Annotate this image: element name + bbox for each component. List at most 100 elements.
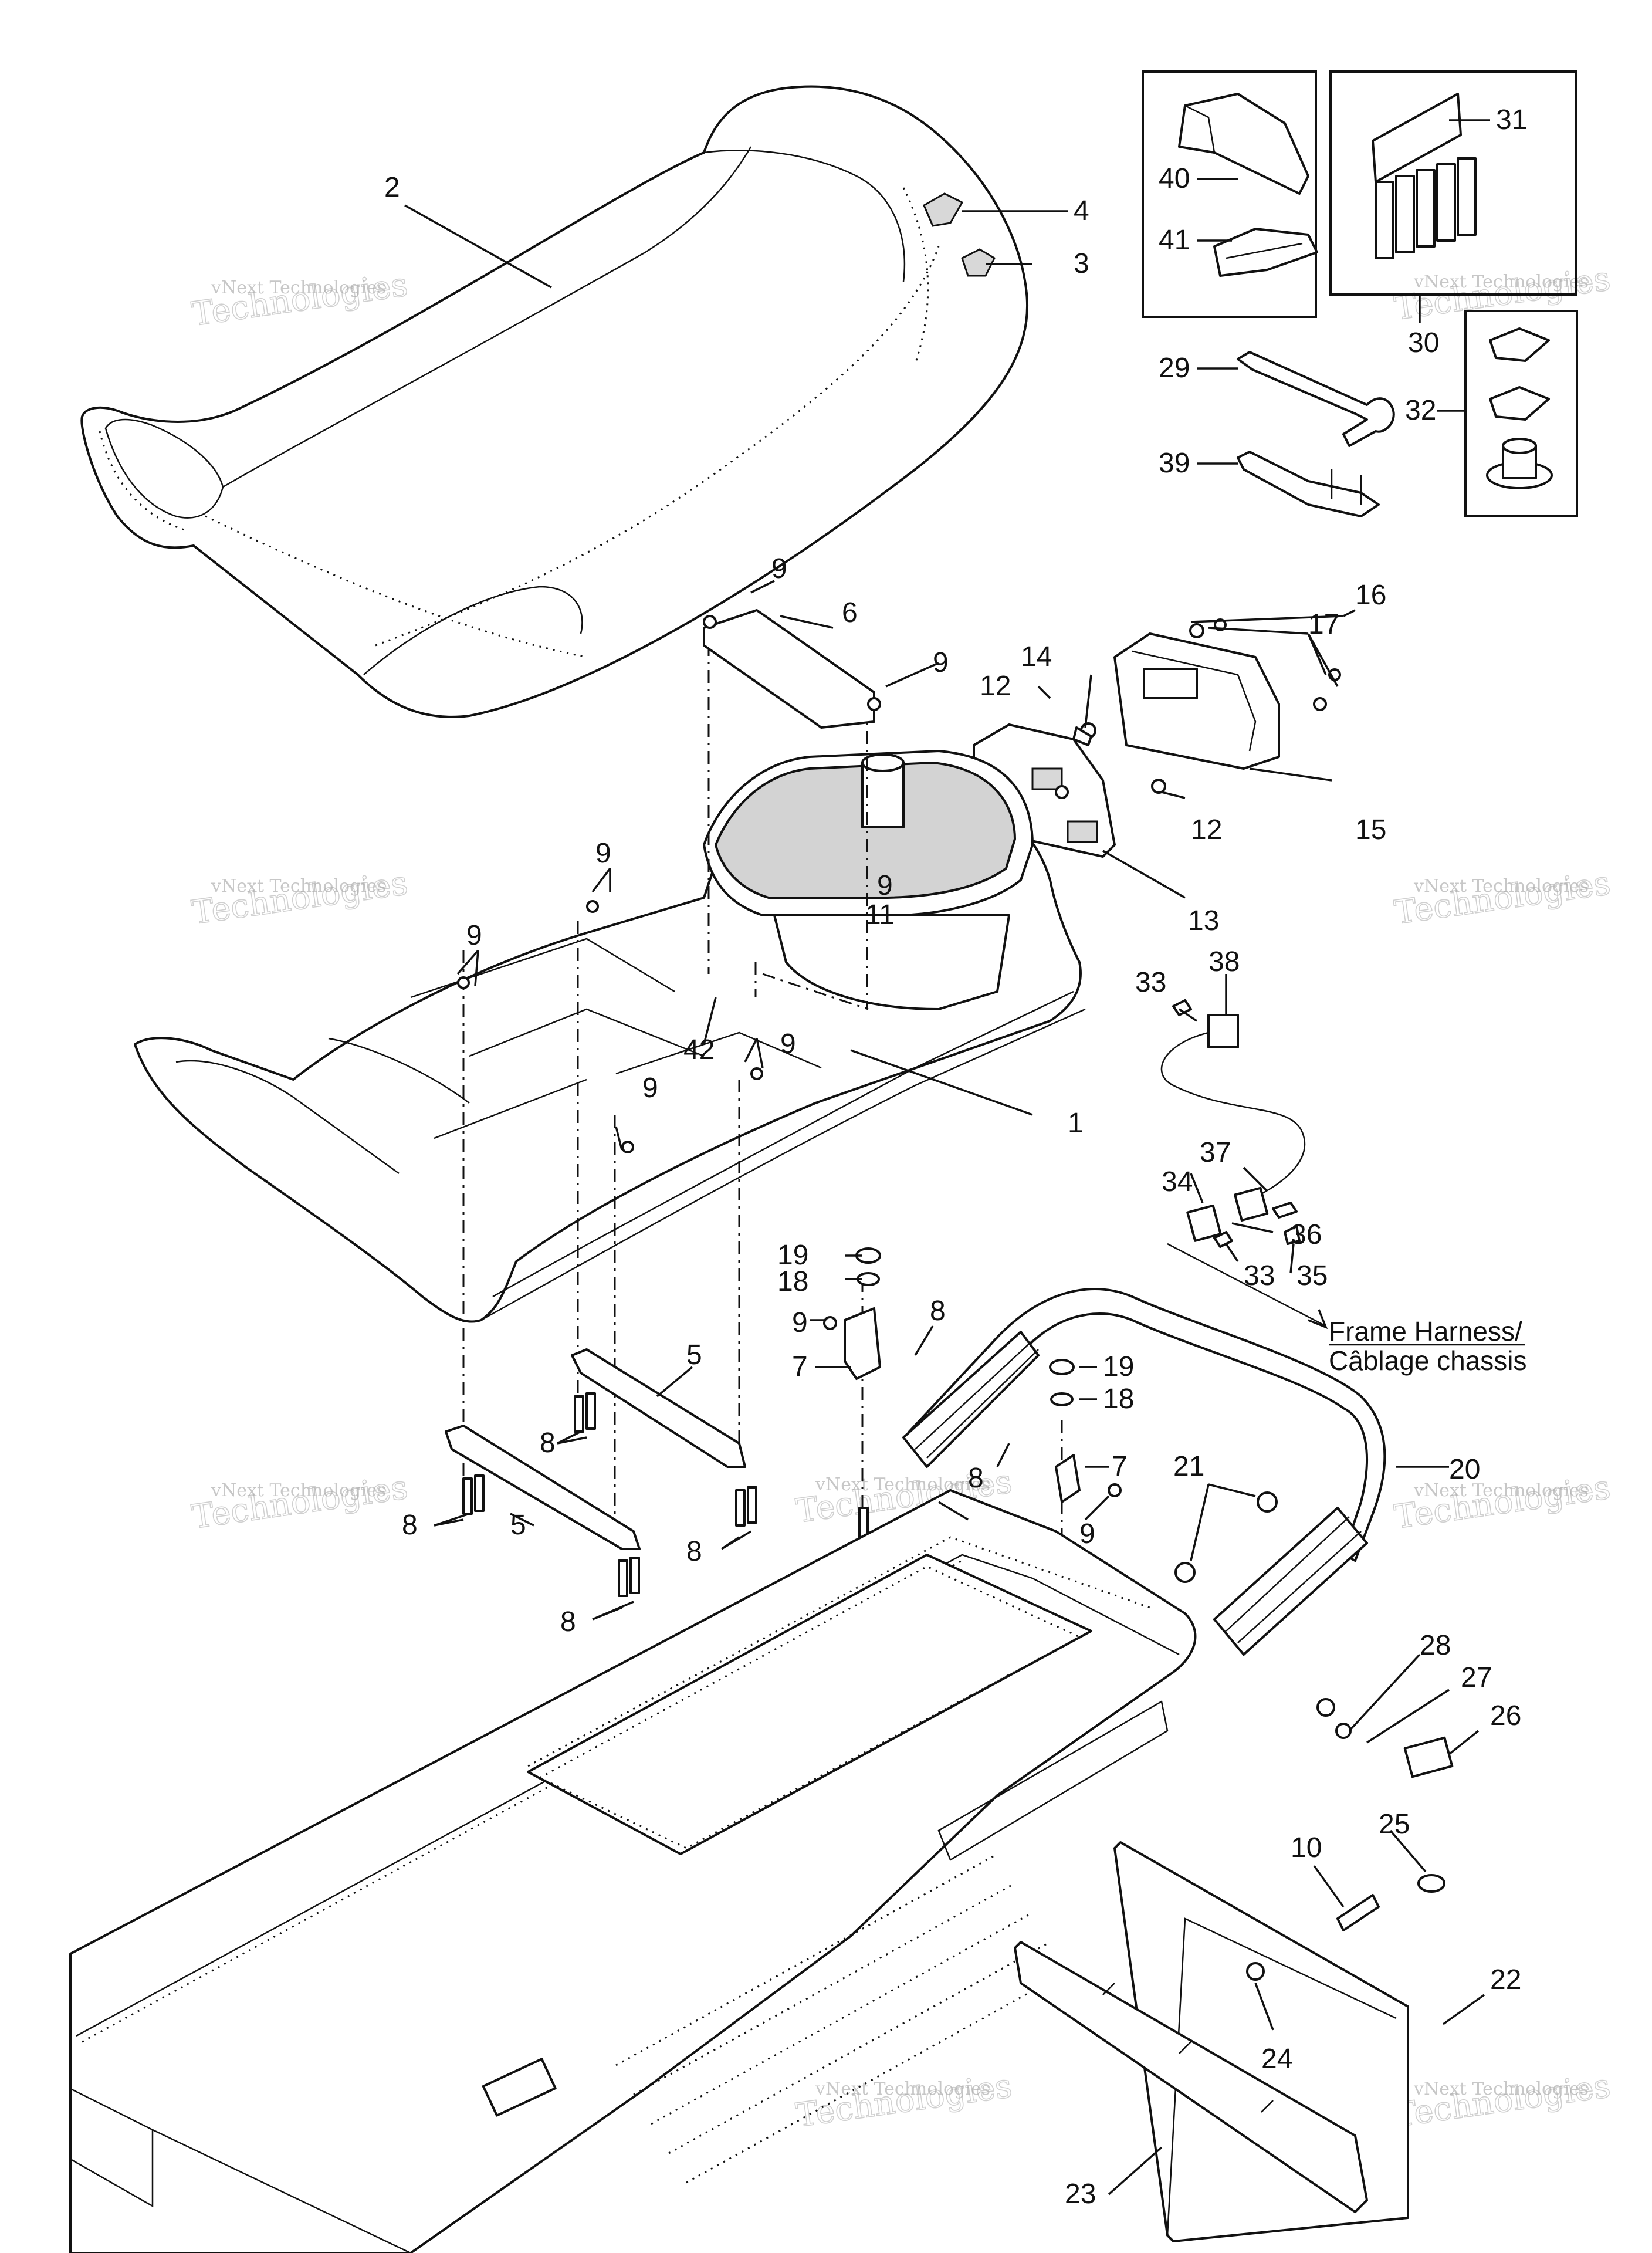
watermark-text: Technologies — [189, 266, 410, 334]
callout-9: 9 — [877, 870, 893, 901]
callout-32: 32 — [1405, 395, 1436, 426]
callout-9: 9 — [1079, 1518, 1095, 1550]
callout-9: 9 — [792, 1307, 808, 1338]
wiring-harness — [1160, 999, 1328, 1330]
callout-33: 33 — [1244, 1260, 1275, 1291]
callout-5: 5 — [686, 1339, 702, 1371]
bracket-7-right — [1055, 1454, 1081, 1503]
watermark-text: vNext Technologies — [1413, 876, 1589, 897]
callout-38: 38 — [1208, 946, 1240, 977]
callout-42: 42 — [683, 1034, 715, 1065]
seat-base-frame — [134, 750, 1086, 1323]
callout-33: 33 — [1135, 967, 1166, 998]
callout-3: 3 — [1074, 248, 1089, 279]
bracket-39 — [1237, 451, 1380, 517]
kit-box-30-31 — [1329, 70, 1577, 296]
callout-22: 22 — [1490, 1964, 1521, 1995]
watermark-text: vNext Technologies — [815, 1474, 990, 1495]
callout-29: 29 — [1159, 353, 1190, 384]
watermark-text: Technologies — [1392, 864, 1613, 932]
callout-19: 19 — [777, 1240, 808, 1271]
callout-24: 24 — [1261, 2044, 1292, 2075]
watermark-text: vNext Technologies — [211, 278, 386, 298]
callout-7: 7 — [1112, 1451, 1128, 1482]
callout-20: 20 — [1449, 1454, 1480, 1485]
callout-5: 5 — [510, 1510, 526, 1541]
callout-9: 9 — [933, 647, 949, 678]
callout-1: 1 — [1068, 1108, 1084, 1139]
callout-9: 9 — [595, 838, 611, 869]
callout-35: 35 — [1296, 1260, 1328, 1291]
callout-21: 21 — [1173, 1451, 1204, 1482]
callout-26: 26 — [1490, 1700, 1521, 1731]
watermark-text: Technologies — [189, 864, 410, 932]
callout-23: 23 — [1065, 2178, 1096, 2210]
callout-numbers: 2 4 3 40 41 31 30 29 32 39 9 6 9 16 17 1… — [384, 104, 1527, 2210]
callout-17: 17 — [1308, 609, 1339, 640]
callout-9: 9 — [780, 1029, 796, 1060]
leader-lines — [404, 119, 1490, 2196]
callout-2: 2 — [384, 172, 400, 203]
harness-note-line2: Câblage chassis — [1329, 1345, 1527, 1376]
callout-28: 28 — [1420, 1630, 1451, 1661]
callout-8: 8 — [560, 1606, 576, 1638]
callout-13: 13 — [1188, 905, 1219, 936]
callout-37: 37 — [1200, 1137, 1231, 1168]
callout-18: 18 — [777, 1266, 808, 1297]
callout-8: 8 — [686, 1536, 702, 1567]
callout-40: 40 — [1159, 163, 1190, 194]
watermark-text: vNext Technologies — [815, 2079, 990, 2099]
spanner-tool — [1237, 351, 1395, 447]
bracket-7-left — [844, 1307, 881, 1380]
watermark-text: vNext Technologies — [1413, 272, 1589, 292]
callout-19: 19 — [1103, 1351, 1134, 1382]
callout-9: 9 — [642, 1073, 658, 1104]
callout-8: 8 — [930, 1295, 946, 1327]
watermark-text: vNext Technologies — [211, 1480, 386, 1501]
bracket-5-upper — [571, 1348, 746, 1468]
mudflap — [1014, 1698, 1454, 2242]
harness-note: Frame Harness/ Câblage chassis — [1329, 1316, 1527, 1376]
watermark-text: vNext Technologies — [1413, 2079, 1589, 2099]
watermark-text: Technologies — [794, 2067, 1014, 2135]
callout-39: 39 — [1159, 448, 1190, 479]
callout-4: 4 — [1074, 195, 1089, 226]
callout-8: 8 — [540, 1427, 556, 1459]
callout-6: 6 — [842, 597, 858, 628]
callout-10: 10 — [1291, 1832, 1322, 1863]
harness-note-line1: Frame Harness/ — [1329, 1316, 1522, 1347]
kit-box-40-41 — [1142, 70, 1318, 318]
watermark-text: vNext Technologies — [1413, 1480, 1589, 1501]
callout-18: 18 — [1103, 1383, 1134, 1415]
callout-31: 31 — [1496, 104, 1527, 136]
tunnel-chassis — [69, 1489, 1197, 2253]
callout-41: 41 — [1159, 225, 1190, 256]
tail-light-assembly — [973, 618, 1341, 858]
callout-15: 15 — [1355, 814, 1386, 845]
callout-12: 12 — [980, 671, 1011, 702]
kit-box-32 — [1464, 310, 1578, 517]
bracket-6 — [703, 609, 875, 729]
callout-34: 34 — [1162, 1166, 1193, 1197]
watermark-text: Technologies — [189, 1469, 410, 1537]
nuts-washers — [457, 615, 1122, 1497]
seat — [80, 85, 1028, 718]
callout-25: 25 — [1379, 1809, 1410, 1840]
callout-30: 30 — [1408, 327, 1439, 358]
watermark-text: Technologies — [1392, 2067, 1613, 2135]
watermark-text: vNext Technologies — [211, 876, 386, 897]
callout-16: 16 — [1355, 580, 1386, 611]
callout-14: 14 — [1021, 641, 1052, 672]
callout-8: 8 — [402, 1510, 418, 1541]
callout-9: 9 — [771, 553, 787, 584]
grab-handle — [902, 1288, 1386, 1656]
callout-8: 8 — [968, 1463, 984, 1494]
cylinder-set — [1375, 157, 1477, 259]
callout-12: 12 — [1191, 814, 1222, 845]
watermark-text: Technologies — [1392, 1469, 1613, 1537]
callout-27: 27 — [1461, 1662, 1492, 1693]
bracket-5-lower — [445, 1425, 641, 1550]
callout-11: 11 — [865, 899, 895, 931]
callout-7: 7 — [792, 1351, 808, 1382]
